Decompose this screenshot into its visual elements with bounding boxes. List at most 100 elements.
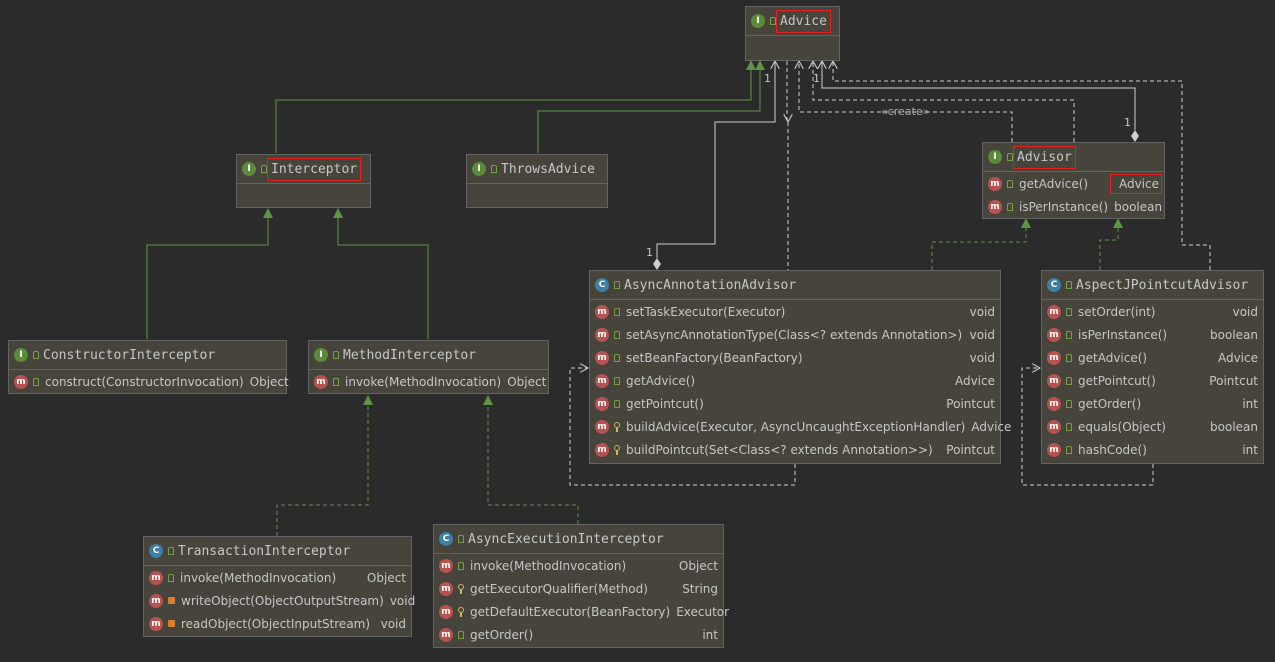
- method-icon: m: [1047, 396, 1061, 411]
- public-visibility-icon: [614, 307, 620, 316]
- method-return-type: Object: [249, 374, 289, 389]
- class-icon: C: [149, 544, 163, 558]
- method-return-type: Pointcut: [946, 396, 995, 411]
- method-return-type: Object: [366, 570, 406, 585]
- node-name: MethodInterceptor: [343, 347, 477, 363]
- method-icon: m: [595, 327, 609, 342]
- public-visibility-icon: [458, 535, 464, 543]
- node-name: Advisor: [1013, 145, 1076, 169]
- method-signature: getExecutorQualifier(Method): [470, 581, 648, 596]
- public-visibility-icon: [1066, 353, 1072, 362]
- edge-methodinterceptor-interceptor: [333, 208, 429, 339]
- interface-icon: I: [472, 162, 486, 176]
- method-icon: m: [439, 581, 453, 596]
- method-signature: equals(Object): [1078, 419, 1166, 434]
- protected-visibility-icon: [458, 583, 464, 594]
- node-name: AsyncExecutionInterceptor: [468, 531, 664, 547]
- edge-constructorinterceptor-interceptor: [146, 208, 273, 339]
- interface-icon: I: [14, 348, 28, 362]
- public-visibility-icon: [33, 351, 39, 359]
- class-icon: C: [595, 278, 609, 292]
- multiplicity-label: 1: [813, 72, 820, 85]
- method-signature: getPointcut(): [1078, 373, 1156, 388]
- method-return-type: Object: [507, 374, 547, 389]
- method-icon: m: [595, 396, 609, 411]
- method-signature: construct(ConstructorInvocation): [45, 374, 244, 389]
- method-return-type: Pointcut: [1209, 373, 1258, 388]
- method-icon: m: [149, 616, 163, 631]
- method-return-type: String: [682, 581, 718, 596]
- method-return-type: void: [389, 593, 416, 608]
- method-return-type: boolean: [1210, 419, 1258, 434]
- method-icon: m: [439, 627, 453, 642]
- public-visibility-icon: [1066, 445, 1072, 454]
- method-signature: setAsyncAnnotationType(Class<? extends A…: [626, 327, 963, 342]
- method-return-type: boolean: [1210, 327, 1258, 342]
- method-return-type: void: [969, 327, 995, 342]
- method-signature: writeObject(ObjectOutputStream): [181, 593, 384, 608]
- public-visibility-icon: [33, 377, 39, 386]
- edge-asyncexecutioninterceptor-methodinterceptor: [483, 395, 579, 524]
- method-icon: m: [149, 570, 163, 585]
- method-return-type: void: [969, 304, 995, 319]
- public-visibility-icon: [614, 376, 620, 385]
- method-signature: getAdvice(): [626, 373, 696, 388]
- method-icon: m: [595, 373, 609, 388]
- method-icon: m: [439, 604, 453, 619]
- method-return-type: Advice: [1109, 173, 1163, 194]
- edge-interceptor-advice: [275, 60, 756, 153]
- public-visibility-icon: [168, 547, 174, 555]
- method-icon: m: [1047, 442, 1061, 457]
- multiplicity-label: 1: [1124, 116, 1131, 129]
- public-visibility-icon: [1066, 376, 1072, 385]
- edge-self-aspectjpointcutadvisor: [1021, 368, 1154, 486]
- method-row[interactable]: m getExecutorQualifier(Method) String: [434, 577, 723, 600]
- class-icon: C: [439, 532, 453, 546]
- method-signature: setOrder(int): [1078, 304, 1156, 319]
- public-visibility-icon: [1066, 307, 1072, 316]
- method-signature: isPerInstance(): [1019, 199, 1109, 214]
- method-icon: m: [1047, 304, 1061, 319]
- public-visibility-icon: [1066, 422, 1072, 431]
- method-row[interactable]: m setAsyncAnnotationType(Class<? extends …: [590, 323, 1000, 346]
- create-stereotype-label: «create»: [881, 105, 930, 118]
- method-icon: m: [314, 374, 328, 389]
- multiplicity-label: 1: [646, 246, 653, 259]
- private-lock-icon: [168, 620, 175, 627]
- method-return-type: Executor: [676, 604, 730, 619]
